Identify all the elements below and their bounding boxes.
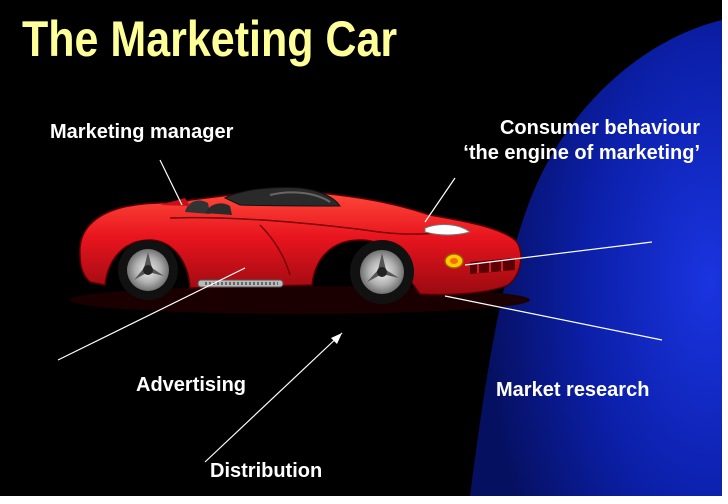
consumer-behaviour-label: Consumer behaviour ‘the engine of market… [400, 118, 700, 163]
market-research-region [470, 20, 722, 496]
consumer-behaviour-line2: ‘the engine of marketing’ [463, 142, 700, 164]
rear-wheel [118, 240, 178, 300]
advertising-label: Advertising [136, 374, 247, 396]
page-title: The Marketing Car [22, 11, 398, 67]
manager-pointer [159, 159, 183, 206]
car-icon [70, 187, 530, 314]
distribution-pointer [204, 332, 343, 463]
pointer-lines [57, 159, 663, 463]
consumer-behaviour-pointer [424, 177, 456, 223]
front-wheel [350, 240, 414, 304]
consumer-behaviour-line1: Consumer behaviour [499, 117, 700, 139]
market-research-pointer-upper [464, 241, 653, 266]
market-research-label: Market research [496, 379, 650, 401]
distribution-label: Distribution [210, 460, 323, 482]
distribution-arrowhead [331, 333, 342, 344]
advertising-pointer [57, 267, 246, 361]
marketing-manager-label: Marketing manager [50, 121, 234, 143]
market-research-pointer-lower [444, 295, 663, 341]
